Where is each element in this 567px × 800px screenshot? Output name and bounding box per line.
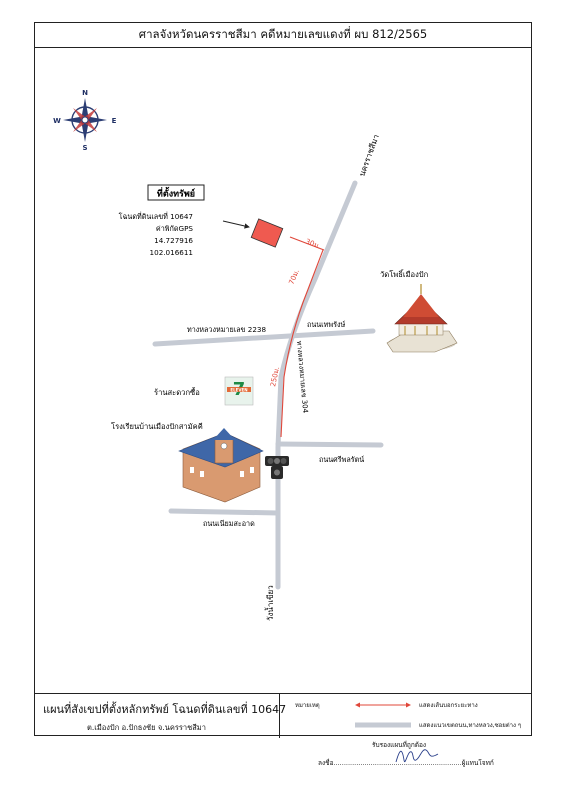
road-label-sri: ถนนศรีพลรัตน์ xyxy=(319,455,364,464)
compass-n: N xyxy=(82,89,88,97)
road-label-wang: วังน้ำเขียว xyxy=(264,585,275,621)
legend-heading: หมายเหตุ xyxy=(295,702,320,709)
footer-title: แผนที่สังเขปที่ตั้งหลักทรัพย์ โฉนดที่ดิน… xyxy=(43,703,287,716)
header-bar: ศาลจังหวัดนครราชสีมา คดีหมายเลขแดงที่ ผบ… xyxy=(35,23,531,48)
legend-red-arrow-icon xyxy=(355,702,411,708)
property-lon: 102.016611 xyxy=(150,248,193,257)
niam-sa-at-road xyxy=(168,508,281,516)
compass-w: W xyxy=(53,117,61,125)
legend-distance-row: หมายเหตุ แสดงเส้นบอกระยะทาง xyxy=(295,700,478,710)
property-deed: โฉนดที่ดินเลขที่ 10647 xyxy=(119,212,193,221)
legend-road-text: แสดงแนวเขตถนน,ทางหลวง,ซอยต่าง ๆ xyxy=(419,722,522,729)
distance-route-line xyxy=(280,249,324,438)
distance-70m-label: 70ม. xyxy=(287,268,301,286)
distance-30m-line xyxy=(289,236,325,251)
temple-icon xyxy=(386,284,458,353)
document-frame: ศาลจังหวัดนครราชสีมา คดีหมายเลขแดงที่ ผบ… xyxy=(34,22,532,738)
property-plot xyxy=(250,218,284,248)
footer-title-box: แผนที่สังเขปที่ตั้งหลักทรัพย์ โฉนดที่ดิน… xyxy=(35,694,286,738)
legend-road-swatch xyxy=(355,722,411,728)
compass-rose-icon: N S E W xyxy=(53,89,116,152)
road-label-304: ทางหลวงหมายเลข 304 xyxy=(295,340,309,413)
traffic-light-icon xyxy=(265,456,289,479)
temple-label: วัดโพธิ์เมืองปัก xyxy=(380,268,428,279)
road-label-thep: ถนนเทพรังษ์ xyxy=(307,320,345,329)
map-area: N S E W xyxy=(35,47,531,693)
road-label-nakhon: นครราชสีมา xyxy=(357,133,381,177)
seven-eleven-icon: 7 ELEVEN xyxy=(224,376,254,406)
signature-line: ลงชื่อ..................................… xyxy=(318,758,494,768)
highway-2238-road xyxy=(152,328,376,347)
store-label: ร้านสะดวกซื้อ xyxy=(154,387,200,397)
legend-distance-text: แสดงเส้นบอกระยะทาง xyxy=(419,702,478,709)
map-canvas: N S E W xyxy=(53,89,458,621)
eleven-text: ELEVEN xyxy=(230,387,247,392)
footer-bar: แผนที่สังเขปที่ตั้งหลักทรัพย์ โฉนดที่ดิน… xyxy=(35,693,531,738)
property-pointer-arrow xyxy=(222,220,250,229)
property-lat: 14.727916 xyxy=(154,236,193,245)
property-heading: ที่ตั้งทรัพย์ xyxy=(157,187,195,200)
property-gps-label: ค่าพิกัดGPS xyxy=(156,224,194,233)
sri-phonrat-road xyxy=(275,441,384,448)
page-title: ศาลจังหวัดนครราชสีมา คดีหมายเลขแดงที่ ผบ… xyxy=(138,27,428,41)
compass-s: S xyxy=(82,144,87,152)
sign-label: ลงชื่อ xyxy=(318,759,334,767)
sign-role: ผู้แทนโจทก์ xyxy=(461,759,494,767)
handwritten-signature xyxy=(395,749,439,763)
cert-text: รับรองแผนที่ถูกต้อง xyxy=(372,741,427,749)
distance-30m-label: 30ม. xyxy=(304,237,322,250)
compass-e: E xyxy=(112,117,117,125)
property-label: ที่ตั้งทรัพย์ โฉนดที่ดินเลขที่ 10647 ค่า… xyxy=(119,184,205,257)
legend-road-row: แสดงแนวเขตถนน,ทางหลวง,ซอยต่าง ๆ xyxy=(295,720,521,730)
school-icon xyxy=(178,428,264,503)
road-label-niam: ถนนเนียมสะอาด xyxy=(203,519,255,528)
school-label: โรงเรียนบ้านเมืองปักสามัคคี xyxy=(111,422,203,431)
footer-subtitle: ต.เมืองปัก อ.ปักธงชัย จ.นครราชสีมา xyxy=(87,723,206,732)
road-label-2238: ทางหลวงหมายเลข 2238 xyxy=(187,325,266,334)
sign-dots: ........................................… xyxy=(333,759,462,767)
